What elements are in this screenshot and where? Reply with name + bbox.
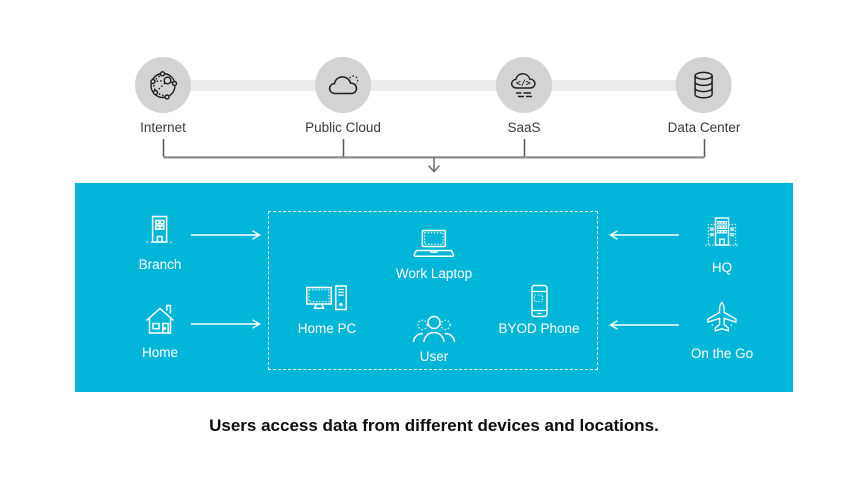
bracket-connector: [162, 139, 706, 173]
top-node-public-cloud: Public Cloud: [305, 57, 381, 135]
home-house-icon: [146, 304, 174, 334]
desktop-pc-icon: [306, 285, 348, 311]
devices-dashed-box: Work Laptop Home PC: [268, 211, 598, 370]
location-label-home: Home: [141, 345, 178, 360]
device-label-byod-phone: BYOD Phone: [498, 321, 580, 336]
flow-arrow-right-branch: [191, 230, 261, 240]
location-node-home: Home: [140, 301, 180, 360]
top-node-saas: </> SaaS: [496, 57, 552, 135]
public-cloud-icon: [328, 75, 359, 95]
top-node-data-center: Data Center: [667, 57, 741, 135]
device-label-work-laptop: Work Laptop: [395, 266, 473, 281]
location-label-hq: HQ: [711, 260, 733, 275]
flow-arrow-right-home: [191, 319, 261, 329]
device-node-work-laptop: Work Laptop: [396, 228, 472, 281]
flow-arrow-left-on-the-go: [609, 320, 679, 330]
location-label-branch: Branch: [138, 257, 182, 272]
hq-building-icon: [705, 217, 739, 246]
saas-cloud-code-icon: </>: [510, 73, 536, 98]
airplane-icon: [707, 301, 737, 332]
internet-globe-icon: [150, 71, 178, 100]
top-node-internet: Internet: [135, 57, 191, 135]
connection-track: [163, 80, 704, 91]
data-center-database-icon: [694, 71, 714, 99]
location-node-on-the-go: On the Go: [691, 298, 753, 361]
device-label-user: User: [419, 349, 449, 364]
laptop-icon: [413, 229, 455, 258]
device-node-byod-phone: BYOD Phone: [498, 283, 580, 336]
top-label-saas: SaaS: [507, 120, 541, 135]
top-label-internet: Internet: [140, 120, 186, 135]
top-label-public-cloud: Public Cloud: [305, 120, 381, 135]
location-node-hq: HQ: [699, 212, 745, 275]
device-node-home-pc: Home PC: [297, 283, 357, 336]
smartphone-icon: [530, 284, 548, 318]
location-node-branch: Branch: [138, 209, 182, 272]
diagram-caption: Users access data from different devices…: [209, 416, 659, 435]
device-node-user: User: [411, 311, 457, 364]
branch-building-icon: [147, 215, 173, 243]
svg-text:</>: </>: [516, 77, 531, 87]
down-arrow-icon: [428, 165, 440, 173]
device-label-home-pc: Home PC: [297, 321, 357, 336]
locations-panel: Branch Home: [75, 183, 793, 392]
top-label-data-center: Data Center: [667, 120, 741, 135]
user-group-icon: [412, 315, 456, 343]
flow-arrow-left-hq: [609, 230, 679, 240]
location-label-on-the-go: On the Go: [690, 346, 754, 361]
